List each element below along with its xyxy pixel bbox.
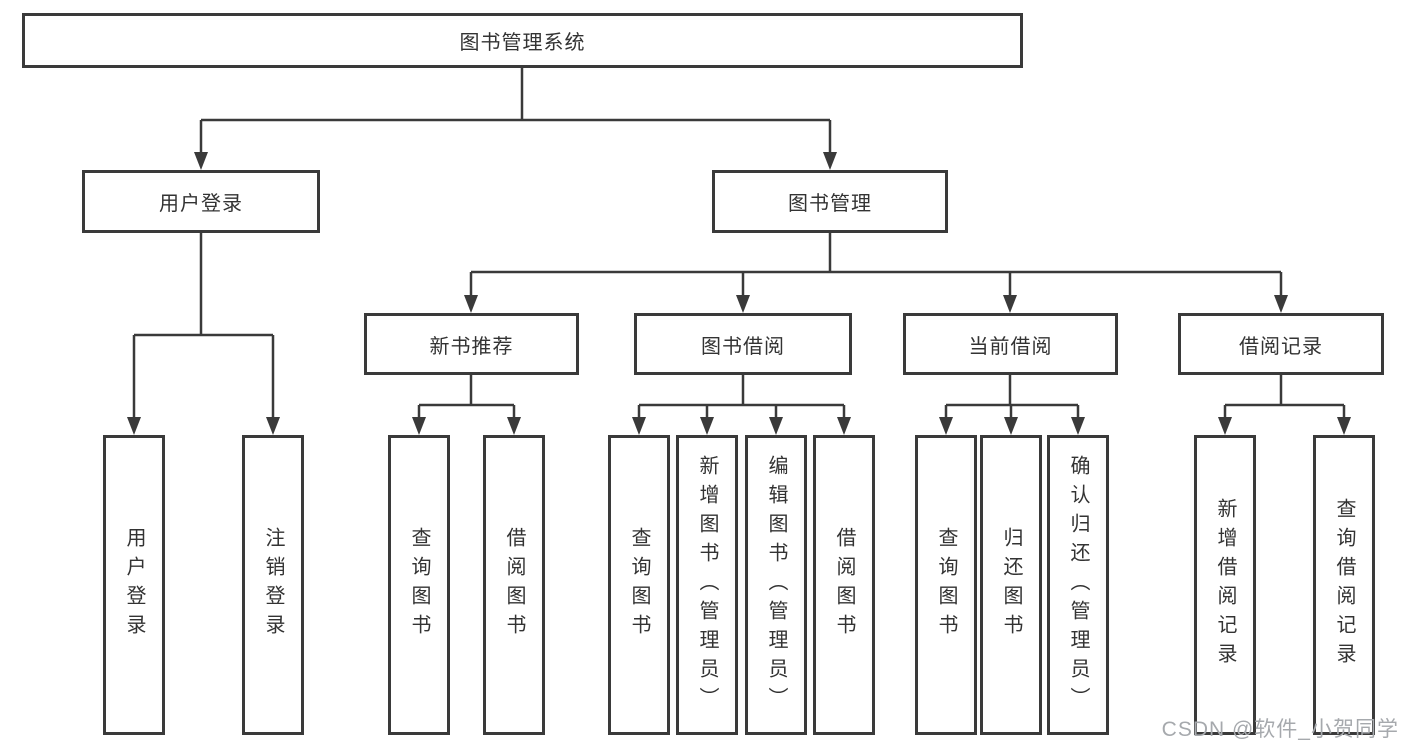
leaf-return-books: 归还图书 xyxy=(980,435,1042,735)
leaf-label: 新增借阅记录 xyxy=(1214,498,1236,672)
leaf-label: 查询图书 xyxy=(628,527,650,643)
leaf-user-login: 用户登录 xyxy=(103,435,165,735)
leaf-label: 借阅图书 xyxy=(833,527,855,643)
leaf-label: 编辑图书（管理员） xyxy=(765,454,787,716)
leaf-label: 借阅图书 xyxy=(503,527,525,643)
node-user-login: 用户登录 xyxy=(82,170,320,233)
leaf-logout: 注销登录 xyxy=(242,435,304,735)
leaf-add-books-admin: 新增图书（管理员） xyxy=(676,435,738,735)
leaf-label: 用户登录 xyxy=(123,527,145,643)
leaf-confirm-return-admin: 确认归还（管理员） xyxy=(1047,435,1109,735)
leaf-label: 归还图书 xyxy=(1000,527,1022,643)
leaf-add-borrow-record: 新增借阅记录 xyxy=(1194,435,1256,735)
leaf-query-books-recommend: 查询图书 xyxy=(388,435,450,735)
leaf-edit-books-admin: 编辑图书（管理员） xyxy=(745,435,807,735)
leaf-label: 查询借阅记录 xyxy=(1333,498,1355,672)
leaf-borrow-books-recommend: 借阅图书 xyxy=(483,435,545,735)
leaf-query-books-current: 查询图书 xyxy=(915,435,977,735)
leaf-label: 查询图书 xyxy=(935,527,957,643)
node-library-management-system: 图书管理系统 xyxy=(22,13,1023,68)
leaf-query-borrow-record: 查询借阅记录 xyxy=(1313,435,1375,735)
node-current-borrowing: 当前借阅 xyxy=(903,313,1118,375)
node-new-book-recommendation: 新书推荐 xyxy=(364,313,579,375)
node-book-management: 图书管理 xyxy=(712,170,948,233)
leaf-label: 查询图书 xyxy=(408,527,430,643)
node-book-borrowing: 图书借阅 xyxy=(634,313,852,375)
leaf-label: 确认归还（管理员） xyxy=(1067,454,1089,716)
leaf-label: 注销登录 xyxy=(262,527,284,643)
node-borrowing-records: 借阅记录 xyxy=(1178,313,1384,375)
leaf-borrow-books-borrowing: 借阅图书 xyxy=(813,435,875,735)
leaf-query-books-borrowing: 查询图书 xyxy=(608,435,670,735)
csdn-watermark: CSDN @软件_小贺同学 xyxy=(1161,718,1399,741)
leaf-label: 新增图书（管理员） xyxy=(696,454,718,716)
